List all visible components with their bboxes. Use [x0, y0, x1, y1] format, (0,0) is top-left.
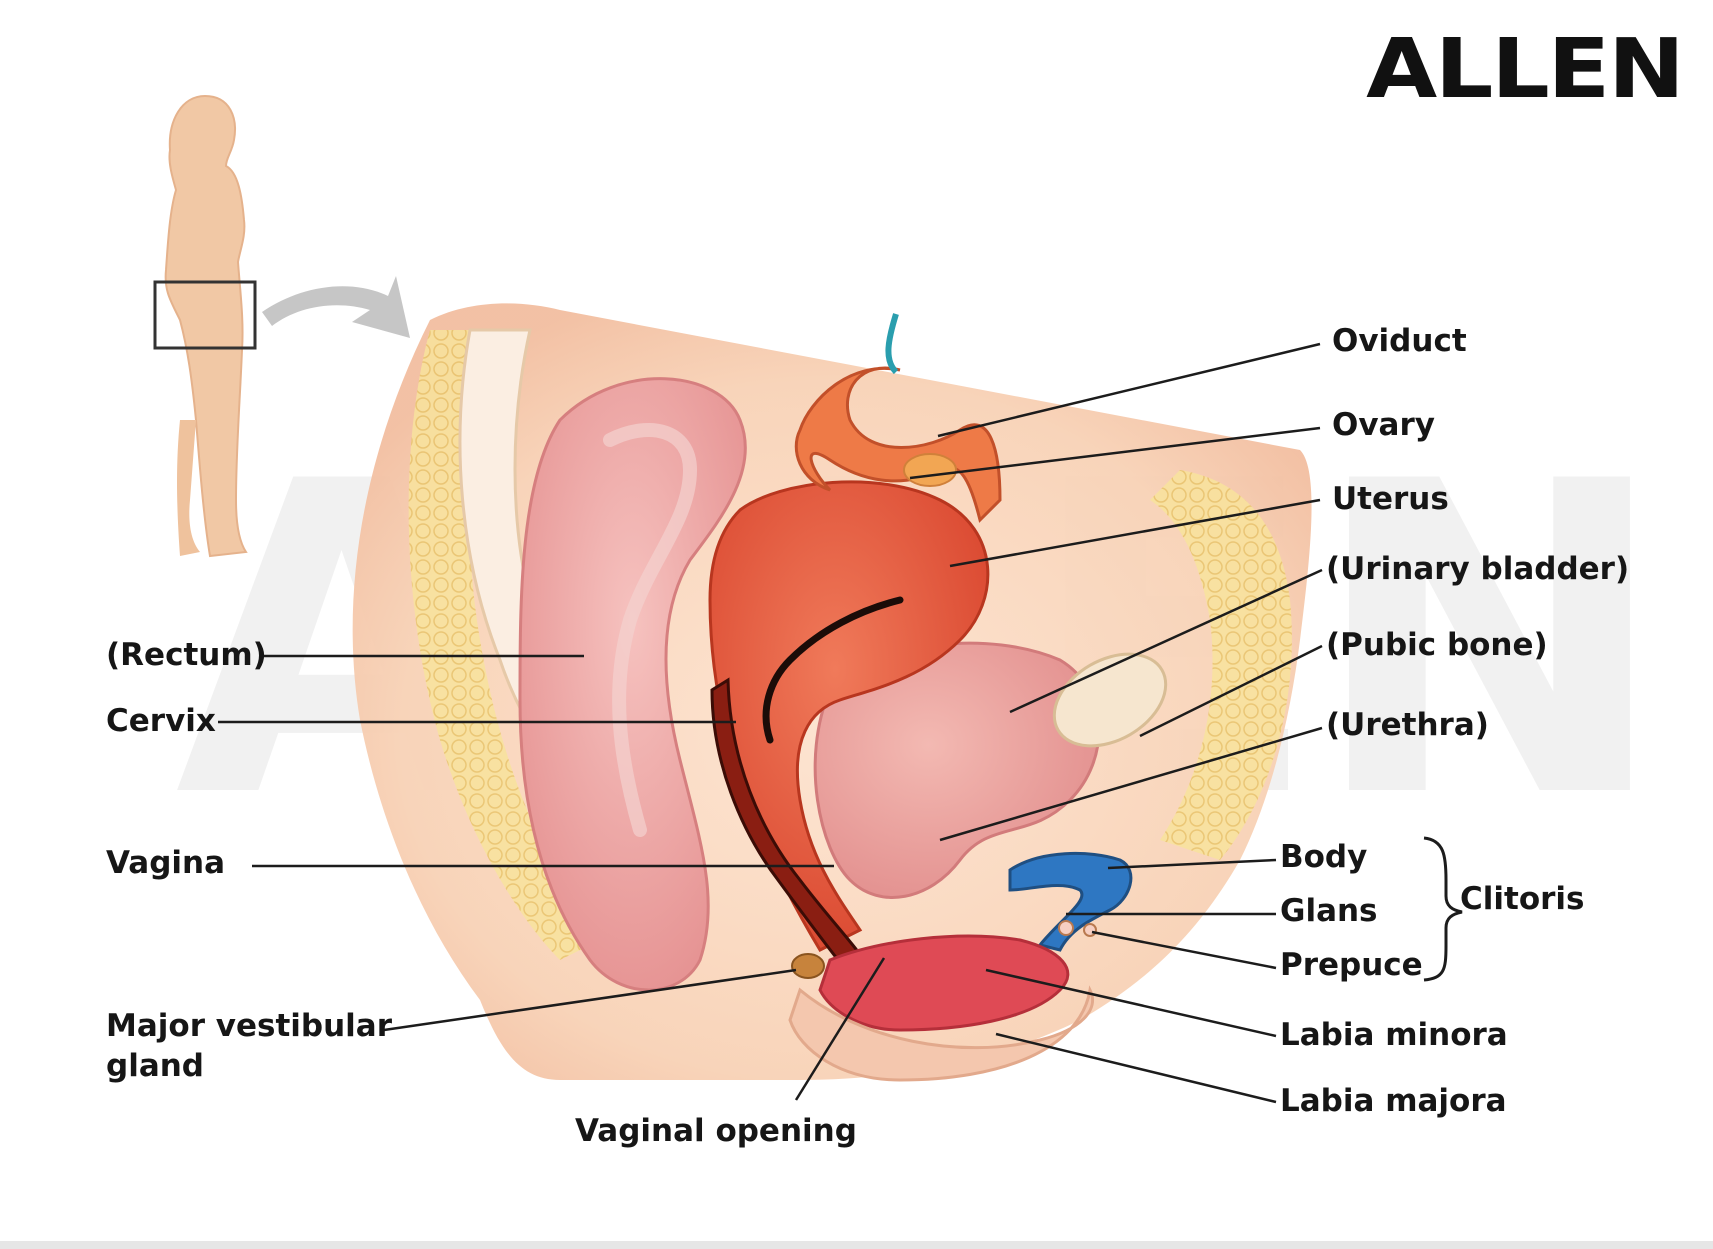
leader-labia-majora	[995, 1032, 1277, 1104]
footer-band	[0, 1241, 1713, 1249]
leader-urinary-bladder	[1009, 568, 1323, 714]
leader-body	[1107, 858, 1277, 870]
leader-prepuce	[1091, 930, 1277, 970]
leader-vaginal-opening	[794, 957, 886, 1101]
allen-logo: ALLEN	[1366, 22, 1685, 117]
label-labia-majora: Labia majora	[1280, 1083, 1507, 1119]
clitoris-brace	[1423, 836, 1463, 982]
clitoris-organ	[1008, 852, 1133, 952]
label-urinary-bladder: (Urinary bladder)	[1326, 551, 1630, 587]
label-oviduct: Oviduct	[1332, 323, 1467, 359]
label-urethra: (Urethra)	[1326, 707, 1489, 743]
label-prepuce: Prepuce	[1280, 947, 1423, 983]
leader-major-vestibular-gland	[383, 968, 797, 1032]
label-labia-minora: Labia minora	[1280, 1017, 1508, 1053]
ovary-organ	[903, 453, 957, 487]
labia-majora-organ	[788, 985, 1094, 1082]
body-silhouette-icon	[153, 94, 257, 558]
leader-ovary	[909, 426, 1321, 480]
leader-oviduct	[937, 342, 1321, 438]
label-cervix: Cervix	[106, 703, 216, 739]
label-pubic-bone: (Pubic bone)	[1326, 627, 1548, 663]
label-body: Body	[1280, 839, 1368, 875]
label-vagina: Vagina	[106, 845, 226, 881]
label-major-vestibular-gland: Major vestibular gland	[106, 1008, 392, 1084]
leader-pubic-bone	[1139, 644, 1323, 738]
vestibular-gland	[791, 953, 825, 979]
label-clitoris: Clitoris	[1460, 881, 1585, 917]
leader-labia-minora	[985, 968, 1277, 1038]
label-ovary: Ovary	[1332, 407, 1435, 443]
bladder-organ	[813, 641, 1101, 899]
label-rectum: (Rectum)	[106, 637, 267, 673]
leader-urethra	[939, 726, 1323, 842]
rectum-organ	[518, 377, 747, 992]
leader-uterus	[949, 498, 1321, 568]
label-vaginal-opening: Vaginal opening	[575, 1113, 857, 1149]
label-uterus: Uterus	[1332, 481, 1449, 517]
pubic-bone	[1052, 652, 1168, 748]
zoom-arrow	[262, 276, 410, 338]
label-glans: Glans	[1280, 893, 1378, 929]
